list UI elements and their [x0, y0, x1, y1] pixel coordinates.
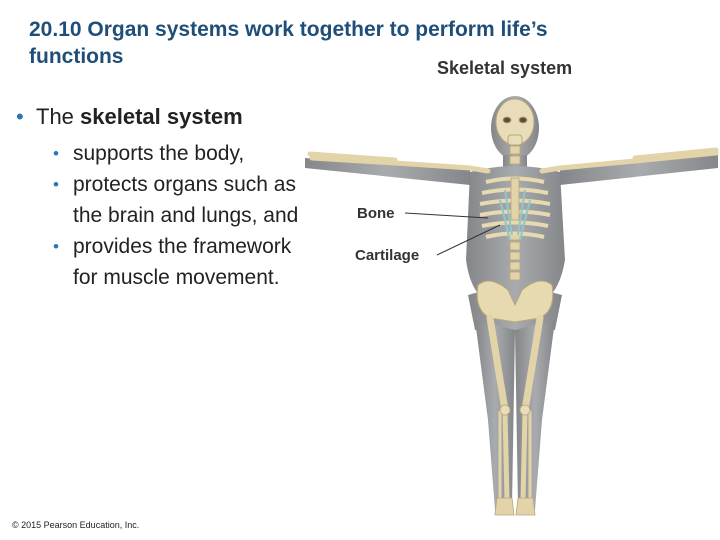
rib-cartilage	[499, 189, 531, 241]
bullet-main-bold: skeletal system	[80, 104, 243, 129]
sub-bullets: • supports the body, • protects organs s…	[16, 138, 306, 293]
slide-title-line-2: functions	[29, 45, 124, 68]
bullet-main-text: The skeletal system	[36, 102, 243, 132]
spine	[509, 145, 521, 281]
bullet-marker: •	[53, 144, 59, 163]
skull	[495, 98, 535, 146]
skeletal-system-illustration	[305, 96, 719, 516]
label-leader-lines	[404, 212, 501, 256]
feet	[494, 497, 536, 516]
arm-bones	[307, 147, 719, 174]
figure-title: Skeletal system	[437, 58, 573, 78]
sub-bullet-2-text: protects organs such as the brain and lu…	[73, 173, 299, 227]
label-cartilage: Cartilage	[355, 247, 420, 264]
slide-title-line-1: 20.10 Organ systems work together to per…	[29, 18, 548, 41]
sub-bullet-1: • supports the body,	[53, 138, 306, 169]
sub-bullet-1-text: supports the body,	[73, 142, 245, 165]
knee-caps	[499, 404, 531, 416]
sub-bullet-3: • provides the framework for muscle move…	[53, 231, 306, 293]
bullet-main-pre: The	[36, 104, 81, 129]
bullet-marker: •	[53, 175, 59, 194]
bullet-list: • The skeletal system • supports the bod…	[16, 102, 306, 293]
copyright-notice: © 2015 Pearson Education, Inc.	[12, 520, 140, 530]
sternum	[510, 177, 520, 221]
pelvis	[476, 280, 554, 323]
label-bone: Bone	[357, 205, 395, 222]
sub-bullet-3-text: provides the framework for muscle moveme…	[73, 235, 292, 289]
bullet-marker: •	[53, 237, 59, 256]
sub-bullet-2: • protects organs such as the brain and …	[53, 169, 306, 231]
leg-bones	[486, 314, 544, 503]
slide-title: 20.10 Organ systems work together to per…	[29, 16, 709, 70]
bullet-marker: •	[16, 104, 24, 129]
bullet-main: • The skeletal system	[16, 102, 306, 132]
